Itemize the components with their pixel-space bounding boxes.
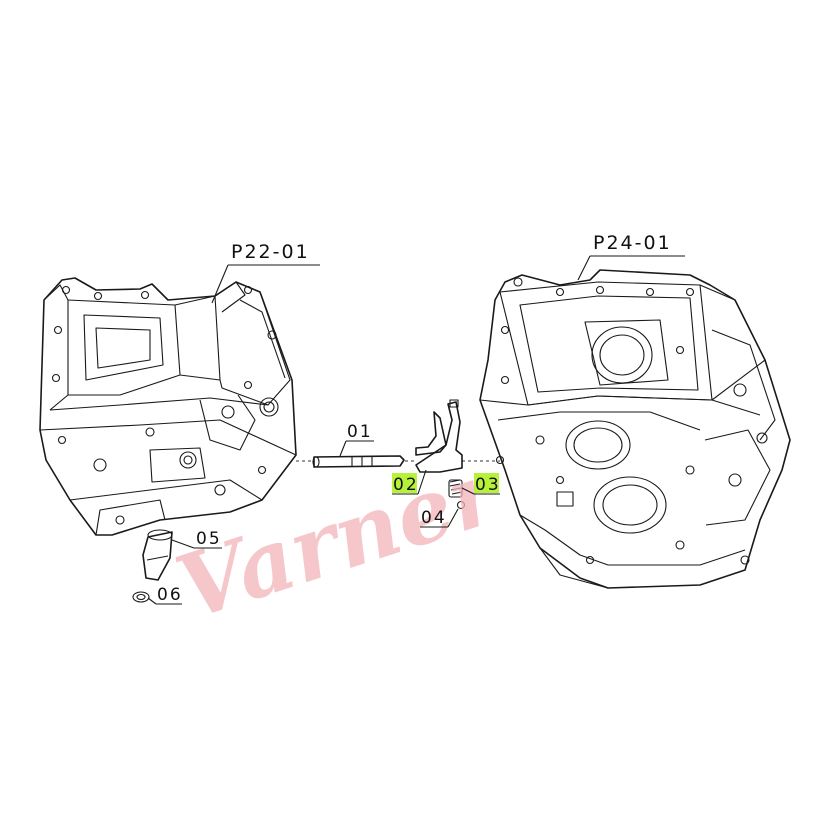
left-housing-drawing (39, 277, 297, 536)
right-housing-drawing (479, 269, 791, 589)
label-01: 01 (347, 422, 373, 442)
highlight-03 (474, 473, 499, 493)
highlight-02 (392, 473, 417, 493)
label-04: 04 (421, 508, 447, 528)
label-05: 05 (196, 529, 222, 549)
label-06: 06 (157, 585, 183, 605)
label-p22-01: P22-01 (231, 241, 310, 263)
label-p24-01: P24-01 (593, 232, 672, 254)
label-03: 03 (475, 475, 501, 495)
label-02: 02 (393, 475, 419, 495)
centre-parts-drawing (132, 399, 500, 603)
